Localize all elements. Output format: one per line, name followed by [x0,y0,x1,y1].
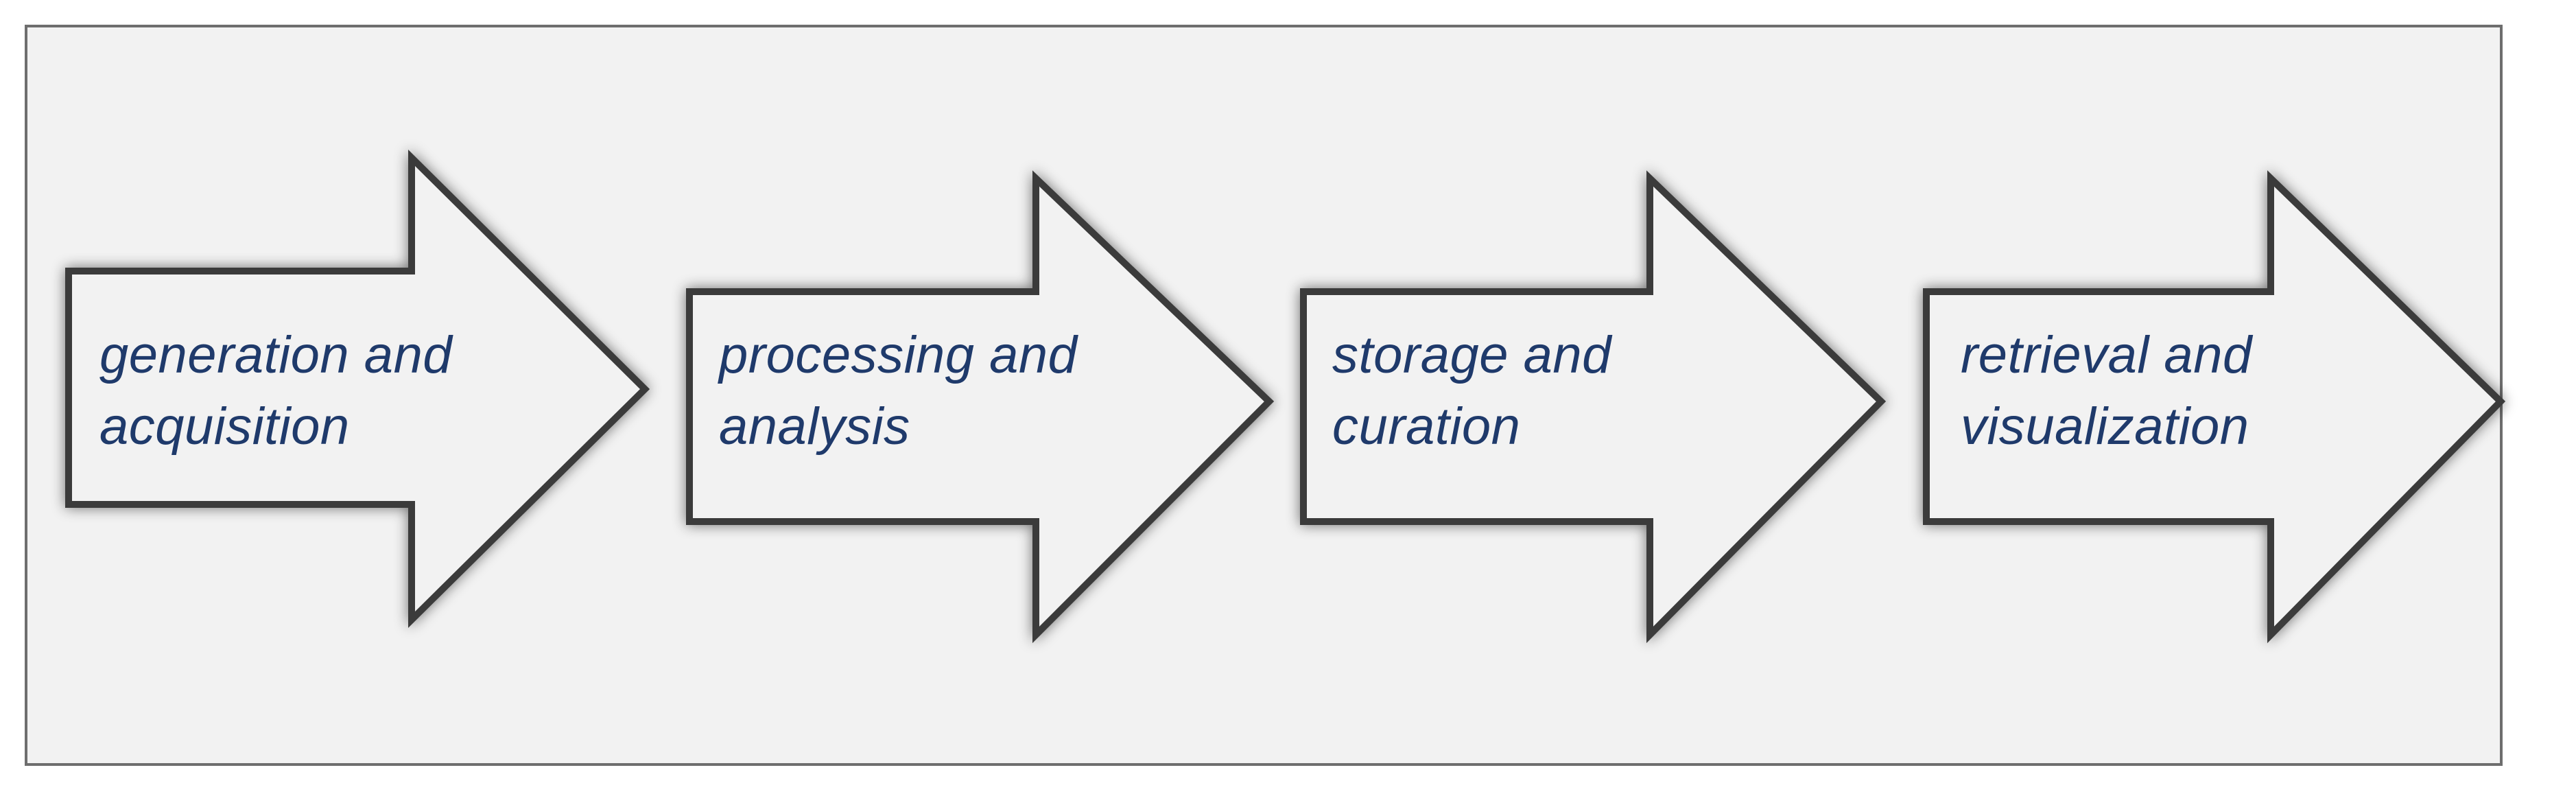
step-2-label-line-2: analysis [719,397,910,456]
step-2-label-line-1: processing and [719,326,1078,384]
step-4-label-line-2: visualization [1961,397,2249,456]
arrow-step-4 [1923,170,2506,644]
arrow-step-1 [65,150,650,628]
step-1-label-line-2: acquisition [99,397,350,456]
step-3-label-line-1: storage and [1332,326,1611,384]
step-3-label: storage and curation [1332,320,1611,463]
step-3-label-line-2: curation [1332,397,1521,456]
step-4-label-line-1: retrieval and [1961,326,2252,384]
step-1-label: generation and acquisition [99,320,452,463]
arrow-step-3 [1300,170,1887,644]
arrow-step-2 [686,170,1275,644]
step-4-label: retrieval and visualization [1961,320,2252,463]
step-1-label-line-1: generation and [99,326,453,384]
step-2-label: processing and analysis [719,320,1077,463]
